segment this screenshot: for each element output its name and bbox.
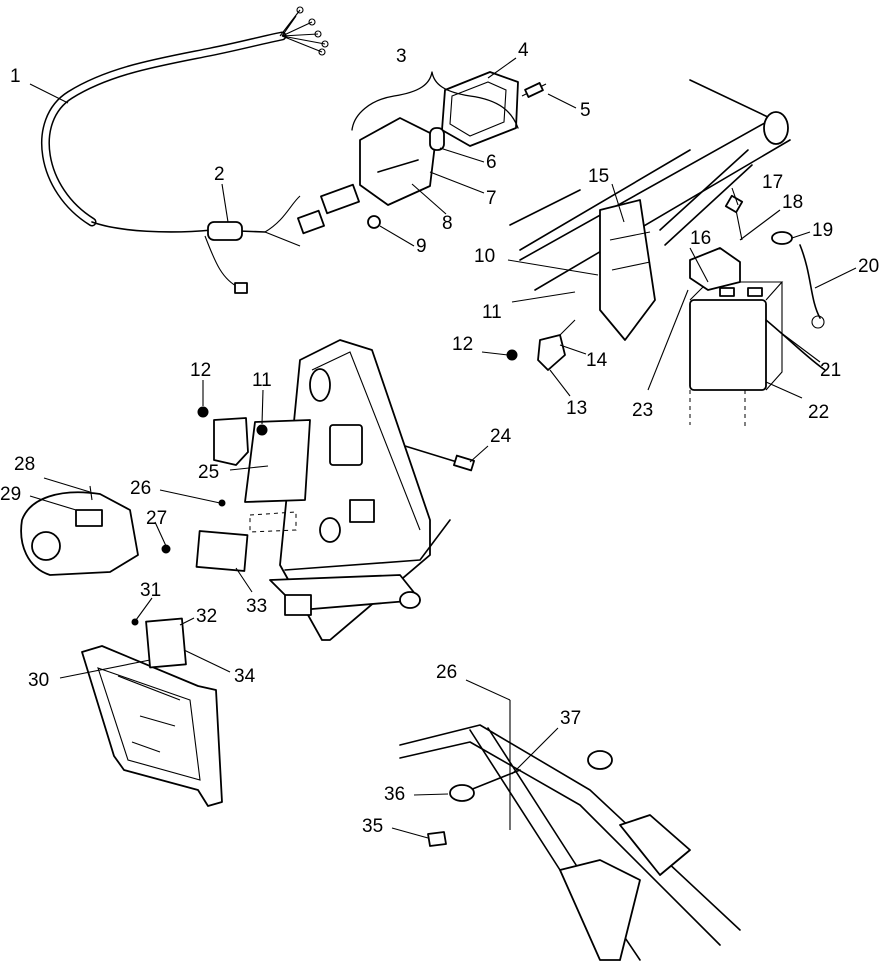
callout-7: 7 [486,188,497,209]
tool-box-drawing [20,485,139,576]
callout-34: 34 [234,666,256,687]
frame-drawing [509,79,791,341]
callout-14: 14 [586,350,608,371]
callout-37: 37 [560,708,581,729]
callout-labels: 1 2 3 4 5 6 7 8 9 10 11 12 13 14 15 16 1… [0,40,879,837]
callout-2: 2 [214,164,225,185]
leader-lines [29,57,857,839]
callout-1: 1 [10,66,21,87]
callout-3: 3 [396,46,407,67]
callout-18: 18 [782,192,803,213]
callout-11: 11 [482,302,502,323]
callout-23: 23 [632,400,653,421]
callout-10: 10 [474,246,495,267]
callout-11-repeat: 11 [252,370,272,391]
callout-26-repeat: 26 [436,662,457,683]
callout-25: 25 [198,462,219,483]
rear-screw-drawing [404,445,475,472]
callout-21: 21 [820,360,841,381]
callout-6: 6 [486,152,497,173]
tail-light-drawing [320,71,547,229]
callout-4: 4 [518,40,529,61]
callout-24: 24 [490,426,512,447]
callout-31: 31 [140,580,161,601]
wiring-harness-drawing [40,6,329,294]
lower-frame-drawing [399,700,741,961]
callout-35: 35 [362,816,383,837]
callout-33: 33 [246,596,267,617]
callout-12-repeat: 12 [190,360,211,381]
mud-flap-drawing [81,617,223,807]
callout-16: 16 [690,228,711,249]
callout-8: 8 [442,213,453,234]
callout-22: 22 [808,402,829,423]
callout-15: 15 [588,166,609,187]
callout-36: 36 [384,784,405,805]
callout-26: 26 [130,478,151,499]
callout-20: 20 [858,256,879,277]
callout-27: 27 [146,508,167,529]
callout-13: 13 [566,398,587,419]
callout-5: 5 [580,100,591,121]
callout-19: 19 [812,220,833,241]
callout-9: 9 [416,236,427,257]
callout-32: 32 [196,606,217,627]
callout-12: 12 [452,334,473,355]
rear-panel-drawing [244,339,451,641]
callout-30: 30 [28,670,49,691]
callout-17: 17 [762,172,783,193]
callout-28: 28 [14,454,35,475]
bracket-drawing [506,319,576,371]
callout-29: 29 [0,484,21,505]
connector-drawing [207,209,325,241]
